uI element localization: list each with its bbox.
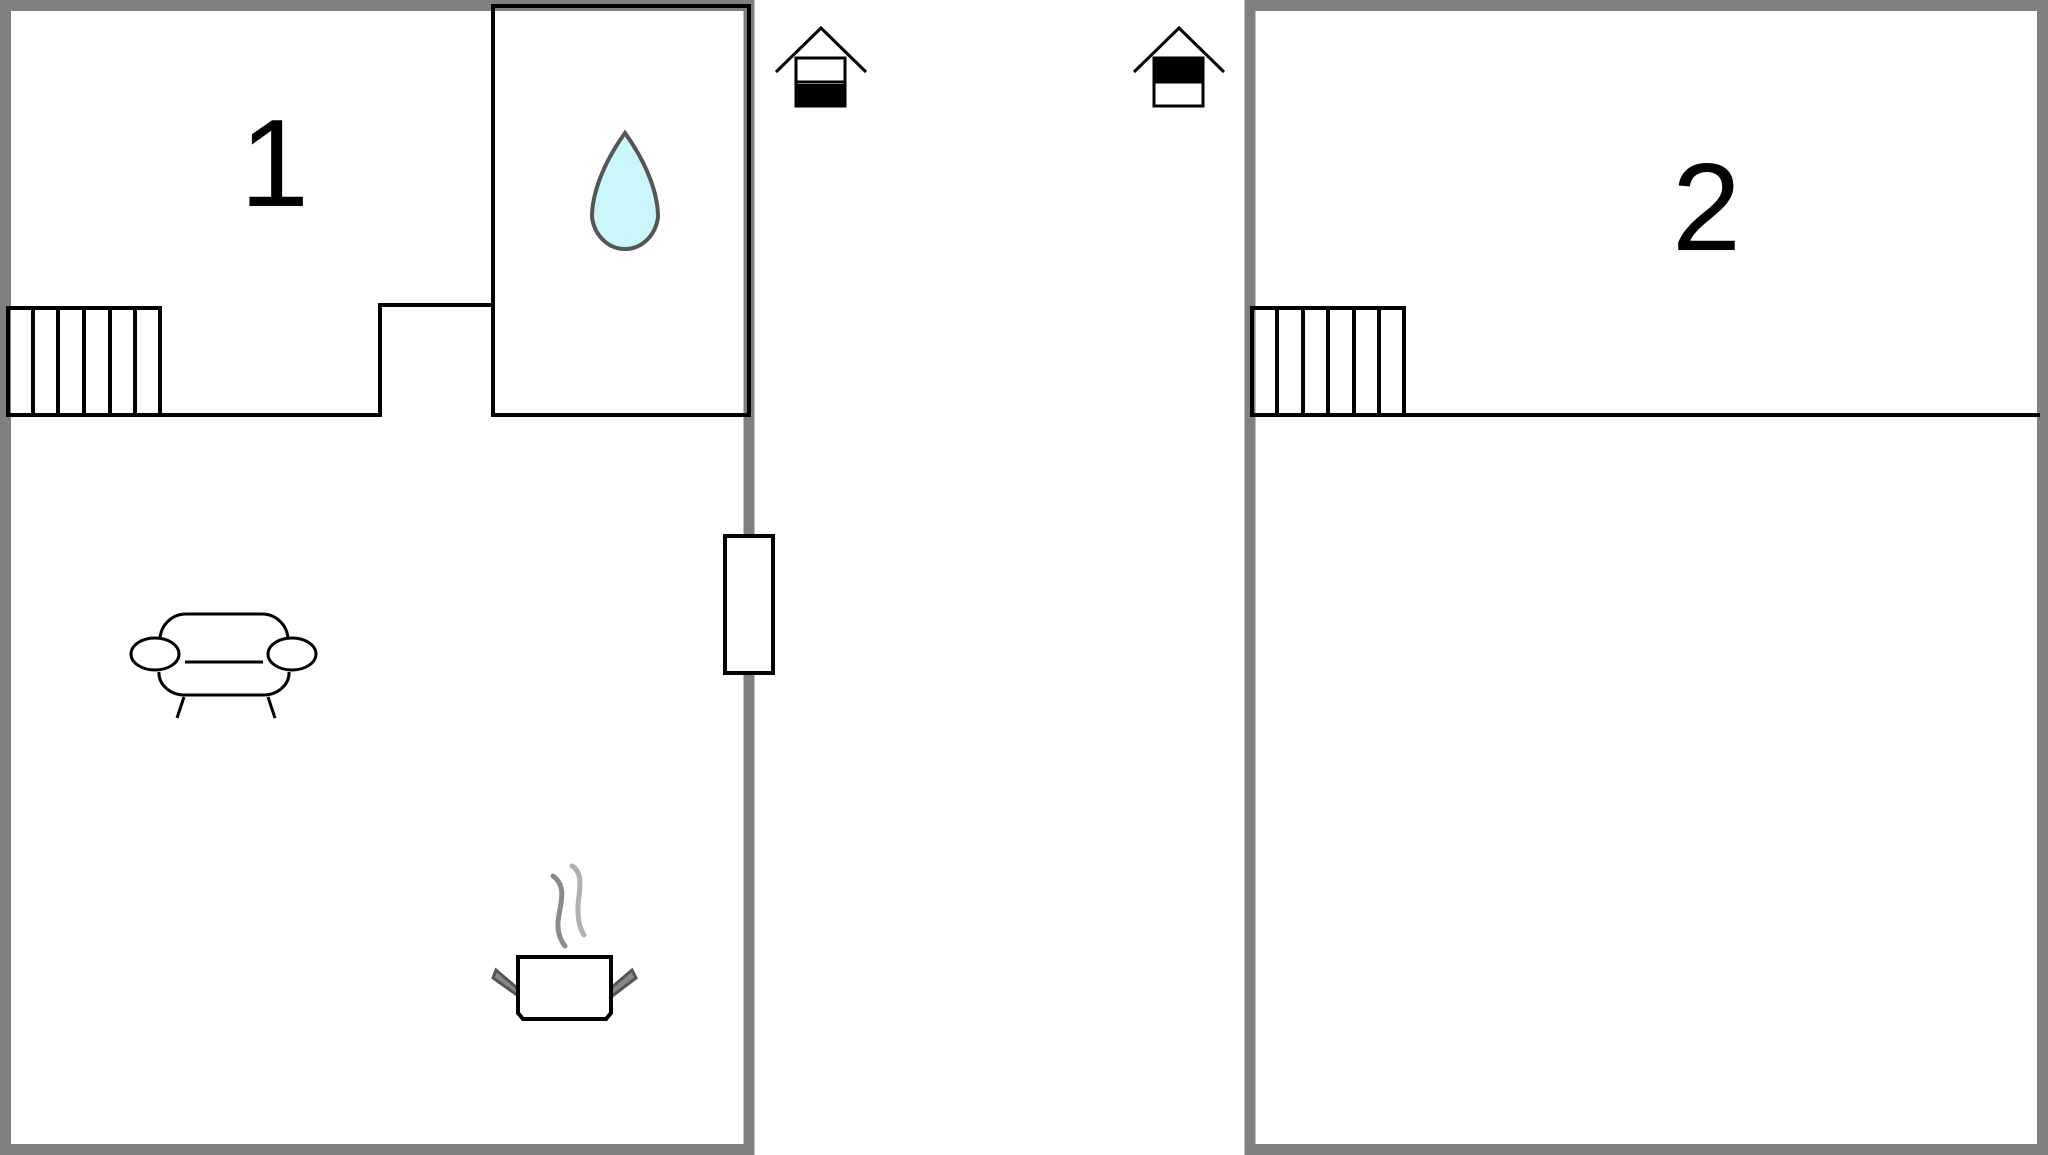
floor-2-stairs-icon: [1250, 306, 1406, 417]
sofa-icon: [129, 612, 318, 719]
floor-2-outer-walls: [1244, 0, 2048, 1155]
cooking-pot-icon: [491, 863, 638, 1021]
floor-2-number: 2: [1672, 139, 1741, 277]
floor-1-inner-wall: [8, 303, 493, 417]
entrance-upper-floor-icon: [774, 25, 868, 108]
bathroom: [491, 4, 751, 417]
door-icon: [723, 534, 775, 675]
floor-1-plan: 1: [0, 0, 775, 1155]
floor-1-number: 1: [240, 95, 309, 233]
entrance-lower-floor-icon: [1132, 25, 1226, 108]
water-drop-icon: [589, 129, 661, 252]
floor-1-stairs-icon: [6, 306, 162, 417]
floor-2-plan: 2: [1244, 0, 2048, 1155]
